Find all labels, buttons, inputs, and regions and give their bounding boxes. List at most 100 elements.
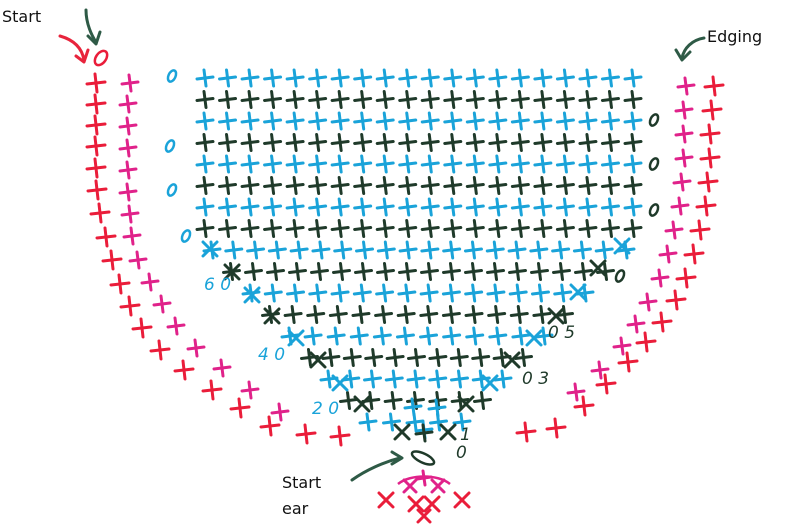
decrease-symbol (393, 423, 411, 441)
stitch-symbol (330, 68, 350, 88)
stitch-symbol (427, 398, 447, 418)
stitch-symbol (594, 240, 614, 260)
stitch-symbol (590, 360, 610, 380)
decrease-symbol (416, 508, 432, 524)
stitch-symbol (465, 111, 485, 131)
stitch-symbol (676, 76, 696, 96)
stitch-symbol (486, 283, 506, 303)
stitch-symbol (375, 197, 395, 217)
edging-arrow-head (674, 48, 692, 62)
stitch-symbol (623, 176, 643, 195)
stitch-symbol (353, 197, 373, 217)
stitch-symbol (533, 133, 553, 152)
stitch-symbol (703, 75, 725, 97)
row-number-40: 4 0 (258, 345, 285, 365)
stitch-symbol (375, 68, 395, 88)
stitch-symbol (85, 72, 107, 94)
stitch-symbol (330, 90, 350, 109)
decrease-symbol (481, 374, 499, 392)
stitch-symbol (578, 197, 598, 217)
stitch-symbol (406, 369, 426, 389)
stitch-symbol (701, 99, 723, 121)
stitch-symbol (443, 176, 463, 195)
stitch-symbol (545, 417, 567, 439)
stitch-symbol (555, 133, 575, 152)
stitch-symbol (173, 359, 195, 381)
stitch-symbol (308, 154, 328, 174)
stitch-symbol (398, 219, 418, 238)
decrease-symbol (569, 283, 587, 301)
stitch-symbol (534, 326, 554, 346)
stitch-symbol (353, 133, 373, 152)
stitch-symbol (218, 154, 238, 174)
stitch-symbol (306, 305, 326, 324)
stitch-symbol (573, 395, 595, 417)
stitch-symbol (442, 326, 462, 346)
decrease-symbol (377, 491, 395, 509)
stitch-symbol (488, 111, 508, 131)
stitch-symbol (533, 68, 553, 88)
stitch-symbol (465, 176, 485, 195)
start-arrow-green-head (86, 30, 102, 46)
stitch-symbol (101, 249, 123, 271)
stitch-symbol (420, 219, 440, 238)
stitch-symbol (464, 283, 484, 303)
stitch-symbol (398, 240, 418, 260)
stitch-symbol (487, 305, 507, 324)
stitch-symbol (224, 240, 244, 260)
stitch-symbol (600, 154, 620, 174)
stitch-symbol (195, 154, 215, 174)
stitch-symbol (195, 133, 215, 152)
row-number-1: 1 (460, 425, 471, 445)
start-ear-label-line2: ear (282, 499, 309, 518)
stitch-symbol (384, 369, 404, 389)
stitch-symbol (330, 176, 350, 195)
stitch-symbol (229, 397, 251, 419)
stitch-symbol (118, 160, 138, 180)
stitch-symbol (266, 262, 285, 281)
stitch-symbol (488, 90, 508, 109)
stitch-symbol (533, 176, 553, 195)
stitch-symbol (128, 250, 148, 270)
stitch-symbol (419, 326, 439, 346)
stitch-symbol (623, 219, 643, 238)
stitch-symbol (612, 336, 632, 356)
stitch-symbol (697, 171, 719, 193)
stitch-symbol (263, 283, 283, 303)
stitch-symbol (510, 111, 530, 131)
stitch-symbol (308, 176, 328, 195)
stitch-symbol (395, 326, 415, 346)
stitch-symbol (140, 272, 160, 292)
stitch-symbol (332, 262, 351, 281)
decrease-symbol (402, 478, 418, 494)
stitch-symbol (510, 197, 530, 217)
stitch-symbol (218, 133, 238, 152)
stitch-symbol (353, 219, 373, 238)
stitch-symbol (672, 172, 692, 192)
stitch-symbol (326, 326, 346, 346)
stitch-symbol (555, 219, 575, 238)
stitch-symbol (339, 391, 358, 410)
stitch-symbol (311, 240, 331, 260)
stitch-symbol (355, 240, 375, 260)
stitch-symbol (419, 283, 439, 303)
stitch-symbol (675, 267, 697, 289)
stitch-symbol (285, 176, 305, 195)
stitch-symbol (89, 202, 111, 224)
stitch-symbol (263, 68, 283, 88)
stitch-symbol (532, 305, 552, 324)
stitch-symbol (308, 133, 328, 152)
stitch-symbol (122, 226, 142, 246)
decrease-symbol (243, 286, 261, 304)
stitch-symbol (552, 262, 571, 281)
stitch-symbol (486, 262, 505, 281)
stitch-symbol (330, 219, 350, 238)
stitch-symbol (376, 262, 395, 281)
stitch-symbol (118, 94, 138, 114)
stitch-symbol (195, 111, 215, 131)
stitch-symbol (493, 369, 513, 389)
start-arrow-green (84, 8, 98, 44)
stitch-symbol (420, 176, 440, 195)
stitch-symbol (420, 262, 439, 281)
